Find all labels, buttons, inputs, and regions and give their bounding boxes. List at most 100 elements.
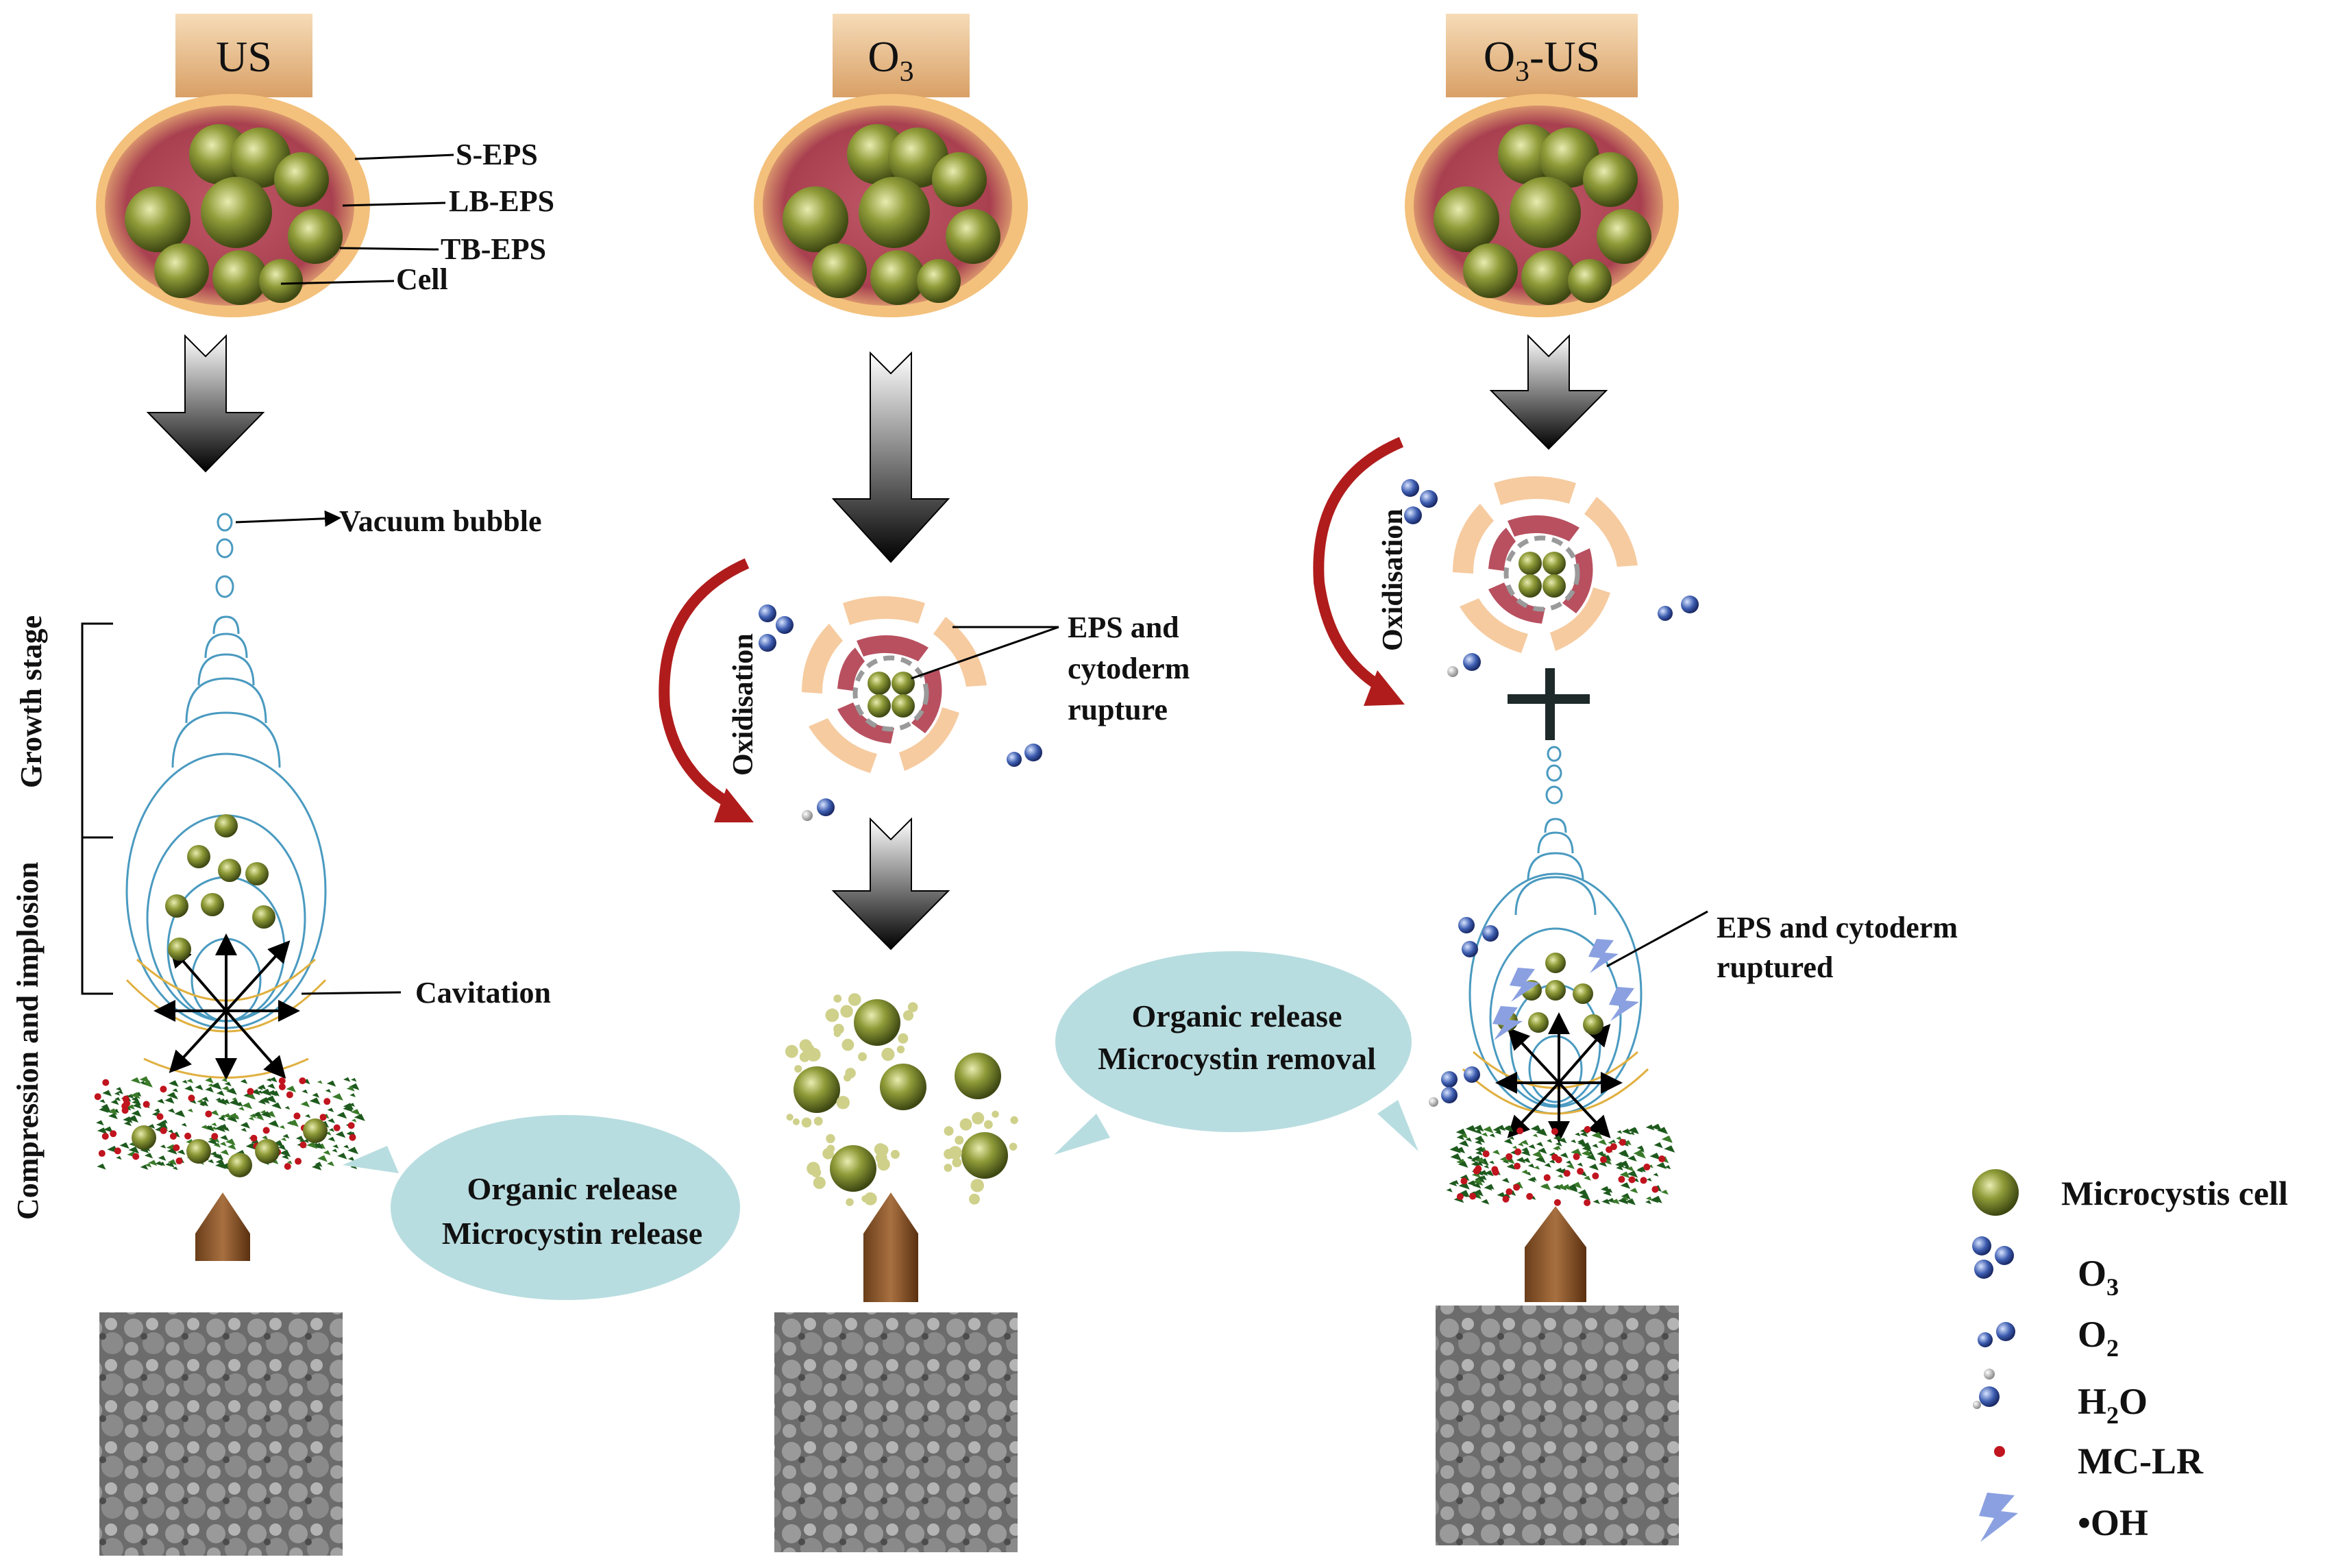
debris-fragment [1621,1196,1629,1201]
debris-fragment [1560,1152,1569,1159]
debris-fragment [1651,1123,1662,1131]
debris-fragment [1536,1142,1544,1147]
debris-fragment [335,1131,346,1138]
legend-item-o3: O3 [1972,1236,2119,1301]
debris-fragment [199,1103,205,1107]
debris-cell [228,1153,252,1177]
mc-lr-dot [278,1077,286,1085]
mc-lr-dot [284,1162,291,1170]
organic-particle [794,1064,802,1073]
debris-fragment [116,1155,122,1160]
debris-fragment [172,1166,178,1171]
legend-sub-o2: 2 [2106,1334,2119,1362]
organic-particle [902,1010,914,1021]
debris-fragment [1606,1188,1613,1193]
debris-fragment [216,1090,225,1097]
mc-lr-dot [349,1134,356,1141]
svg-text:O3: O3 [868,32,913,88]
debris-fragment [347,1147,358,1155]
debris-fragment [1489,1133,1496,1138]
legend-label-o2: O [2078,1314,2106,1355]
mc-lr-dot [250,1134,258,1142]
debris-fragment [266,1078,272,1082]
debris-fragment [1475,1140,1483,1145]
debris-fragment [1664,1165,1671,1170]
debris-fragment [1465,1137,1472,1142]
debris-fragment [148,1124,156,1129]
o3us-down-arrow [1489,334,1608,450]
us-header-label: US [216,32,272,81]
organic-particle [959,1118,972,1131]
debris-fragment [181,1123,187,1127]
debris-fragment [1449,1181,1458,1187]
debris-fragment [347,1156,355,1162]
debris-fragment [246,1093,256,1100]
organic-particle [848,993,861,1006]
hydroxyl-radical-icon [1979,1493,2018,1542]
mc-lr-dot [1563,1170,1571,1177]
o3us-ruptured-floc [1453,476,1638,653]
debris-fragment [309,1097,321,1105]
debris-fragment [1579,1192,1590,1201]
us-header: US [175,14,312,97]
debris-fragment [278,1144,286,1151]
debris-fragment [1568,1184,1578,1190]
debris-fragment [1483,1126,1494,1134]
debris-fragment [284,1106,291,1110]
debris-fragment [323,1150,331,1155]
debris-fragment [1664,1145,1675,1153]
debris-fragment [1592,1144,1599,1149]
debris-fragment [1530,1125,1542,1133]
debris-fragment [153,1108,161,1113]
debris-fragment [350,1109,360,1116]
debris-fragment [1556,1184,1566,1190]
mc-lr-dot [114,1147,121,1155]
mc-lr-dot [1505,1188,1513,1195]
debris-fragment [1575,1132,1581,1137]
debris-fragment [302,1079,310,1085]
organic-particle [807,1048,821,1062]
debris-fragment [208,1083,214,1088]
mc-lr-dot [1577,1168,1584,1175]
debris-fragment [144,1153,153,1159]
mc-lr-dot [1658,1155,1666,1163]
mc-lr-dot [1513,1184,1521,1191]
debris-fragment [1625,1198,1636,1205]
debris-fragment [184,1086,194,1092]
o3us-header-label: O [1484,32,1515,81]
lb-eps-label: LB-EPS [449,184,554,218]
legend-label-cell: Microcystis cell [2061,1174,2288,1212]
organic-particle [846,1198,854,1206]
debris-fragment [148,1160,158,1166]
debris-fragment [1617,1197,1629,1205]
mc-lr-dot [175,1157,183,1165]
o3us-bubble-molecules [1429,917,1499,1107]
debris-fragment [97,1127,108,1134]
debris-fragment [172,1088,178,1092]
debris-fragment [1627,1170,1638,1178]
mc-lr-dot [1643,1163,1651,1171]
debris-fragment [1562,1184,1571,1190]
debris-fragment [295,1136,304,1142]
debris-fragment [213,1142,221,1148]
mc-lr-dot [1618,1175,1625,1183]
debris-fragment [1549,1160,1555,1164]
debris-fragment [349,1103,355,1107]
debris-fragment [1505,1157,1515,1164]
debris-fragment [306,1141,318,1149]
o3-rupture-line1: EPS and [1068,611,1179,644]
o3-rupture-line3: rupture [1068,693,1168,726]
debris-fragment [109,1108,116,1114]
mc-lr-dot [1553,1199,1561,1206]
debris-fragment [1452,1180,1460,1185]
debris-fragment [1527,1177,1536,1183]
debris-fragment [1591,1131,1603,1140]
debris-fragment [130,1077,141,1084]
debris-fragment [1603,1155,1611,1160]
debris-fragment [1536,1128,1548,1136]
o3-header-sub: 3 [900,56,914,88]
debris-fragment [1472,1178,1484,1186]
debris-fragment [1577,1162,1584,1167]
us-floc-leaders [280,154,454,285]
debris-fragment [337,1153,347,1160]
